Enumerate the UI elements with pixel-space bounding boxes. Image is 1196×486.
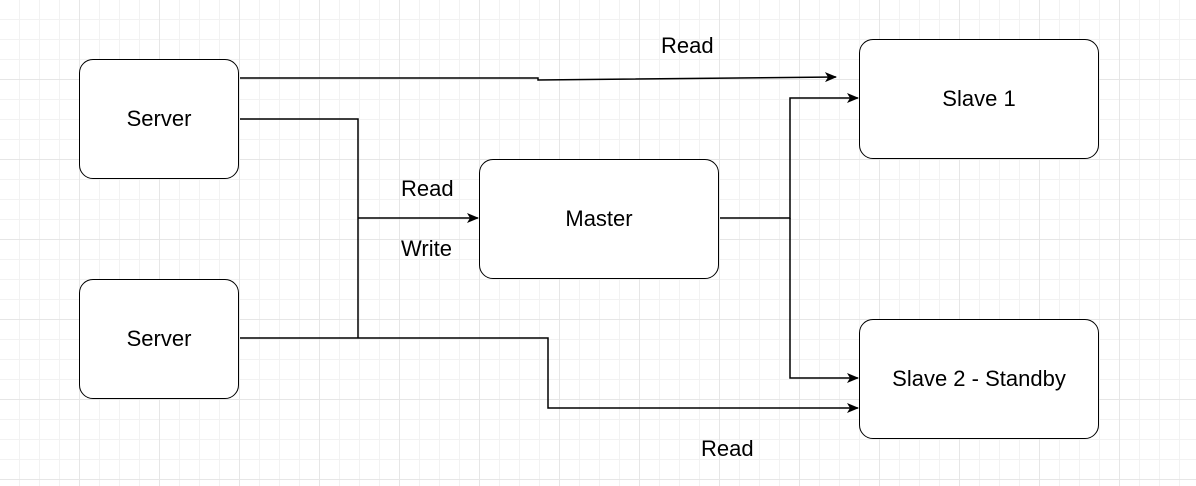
slave1-node[interactable]: Slave 1 <box>859 39 1099 159</box>
edge-master-to-slave2[interactable] <box>789 218 859 383</box>
edge-server-top-to-slave1[interactable] <box>240 72 837 83</box>
slave2-label: Slave 2 - Standby <box>892 366 1066 391</box>
slave2-node[interactable]: Slave 2 - Standby <box>859 319 1099 439</box>
edge-label-read-master[interactable]: Read <box>401 176 454 201</box>
edge-server-bottom-to-slave2[interactable] <box>240 337 859 413</box>
edge-server-top-to-bus[interactable] <box>240 118 359 338</box>
server-top-label: Server <box>126 106 192 131</box>
server-bottom-label: Server <box>126 326 192 351</box>
edge-label-read-bottom[interactable]: Read <box>701 436 754 461</box>
edge-label-write-master[interactable]: Write <box>401 236 452 261</box>
edge-label-read-top[interactable]: Read <box>661 33 714 58</box>
edge-master-to-slave1[interactable] <box>720 93 859 219</box>
server-bottom-node[interactable]: Server <box>79 279 239 399</box>
master-label: Master <box>565 206 633 231</box>
slave1-label: Slave 1 <box>942 86 1016 111</box>
master-node[interactable]: Master <box>479 159 719 279</box>
server-top-node[interactable]: Server <box>79 59 239 179</box>
